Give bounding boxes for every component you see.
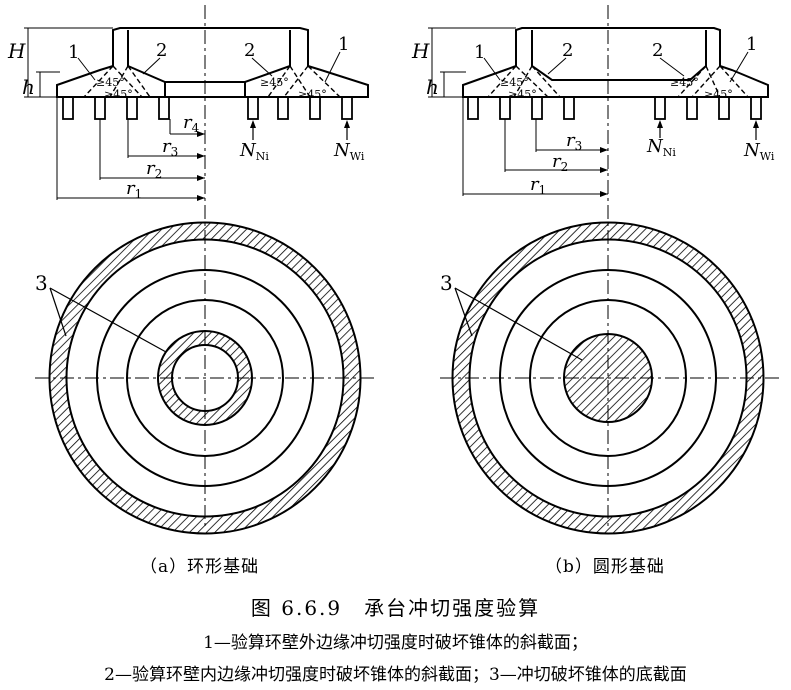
panel-b-piles [467, 96, 762, 120]
panel-b-callout-1-left: 1 [474, 42, 485, 63]
panel-b-ring-r3 [529, 299, 687, 457]
panel-a-r1-label: r1 [126, 178, 142, 201]
panel-b-dim-H-label: H [411, 39, 430, 63]
panel-a-elevation [24, 5, 369, 530]
panel-a-plan [35, 221, 378, 535]
panel-b-angle-2: ≥45° [508, 88, 537, 101]
panel-b-angle-4: ≥45° [704, 88, 733, 101]
panel-b-angle-1: ≥45° [500, 76, 529, 89]
panel-b-callout-2-right: 2 [652, 40, 663, 61]
panel-a-section-label: 3 [35, 271, 48, 295]
figure-title: 图 6.6.9 承台冲切强度验算 [250, 596, 541, 620]
panel-b-callout-leaders [483, 51, 749, 83]
panel-a-callout-leaders [77, 51, 341, 83]
panel-a-inner-bottom [164, 82, 246, 97]
panel-a-NN-label: NNi [239, 140, 269, 163]
panel-a-angle-4: ≥45° [298, 88, 327, 101]
panel-b-r1-label: r1 [530, 174, 546, 197]
panel-a-r4-label: r4 [183, 112, 200, 135]
panel-a-r3-label: r3 [162, 136, 178, 159]
panel-a-callout-2-right: 2 [244, 40, 255, 61]
panel-a-load-arrows [250, 120, 350, 140]
panel-a-dim-h-label: h [22, 75, 35, 99]
panel-a-dim-H-h [24, 27, 113, 98]
panel-b-dim-h-label: h [426, 75, 439, 99]
panel-a-cone-lines [83, 65, 341, 98]
panel-a-callout-1-right: 1 [338, 34, 349, 55]
panel-b-section-label: 3 [440, 271, 453, 295]
panel-b-radius-dims [462, 97, 608, 197]
panel-a-ring-r3 [126, 299, 284, 457]
panel-b-inner-wall [531, 30, 707, 81]
panel-b-callout-1-right: 1 [746, 34, 757, 55]
panel-b-foundation-outline [462, 27, 769, 98]
panel-b-r2-label: r2 [552, 151, 568, 174]
panel-a-r2-label: r2 [146, 158, 162, 181]
panel-a-radius-dims [56, 97, 205, 201]
panel-a-ring-r2 [96, 269, 314, 487]
panel-b-ring-r2 [499, 269, 717, 487]
panel-a-dim-H-label: H [7, 39, 26, 63]
panel-b-cone-lines [487, 65, 749, 98]
panel-b-inner-hatched-disk [563, 333, 653, 423]
panel-b-r3-label: r3 [566, 130, 582, 153]
panel-a-angle-1: ≥45° [96, 76, 125, 89]
panel-a-angle-3: ≥45° [260, 76, 289, 89]
panel-a-outer-hatched-ring [49, 222, 361, 534]
panel-b-callout-2-left: 2 [562, 40, 573, 61]
panel-b-caption: （b）圆形基础 [545, 557, 665, 577]
panel-a-angle-2: ≥45° [104, 88, 133, 101]
panel-a-inner-hatched-annulus [158, 331, 252, 425]
panel-a-caption: （a）环形基础 [140, 557, 260, 577]
legend-line-2: 2—验算环壁内边缘冲切强度时破坏锥体的斜截面；3—冲切破坏锥体的底截面 [104, 665, 687, 685]
panel-b-plan [440, 221, 782, 535]
legend-line-1: 1—验算环壁外边缘冲切强度时破坏锥体的斜截面； [203, 633, 588, 653]
panel-a-foundation-outline [56, 27, 369, 98]
panel-a-NW-label: NWi [333, 140, 365, 163]
panel-a-ring-opening [127, 30, 291, 83]
panel-b-NN-label: NNi [646, 136, 676, 159]
panel-b-elevation [428, 5, 769, 530]
panel-a-callout-1-left: 1 [68, 42, 79, 63]
panel-b-load-arrows [657, 120, 759, 140]
panel-b-angle-3: ≥45° [670, 76, 699, 89]
panel-b-dim-H-h [428, 27, 516, 98]
panel-b-NW-label: NWi [743, 140, 775, 163]
panel-a-piles [62, 96, 353, 120]
panel-a-callout-2-left: 2 [156, 40, 167, 61]
panel-b-outer-hatched-ring [452, 222, 764, 534]
